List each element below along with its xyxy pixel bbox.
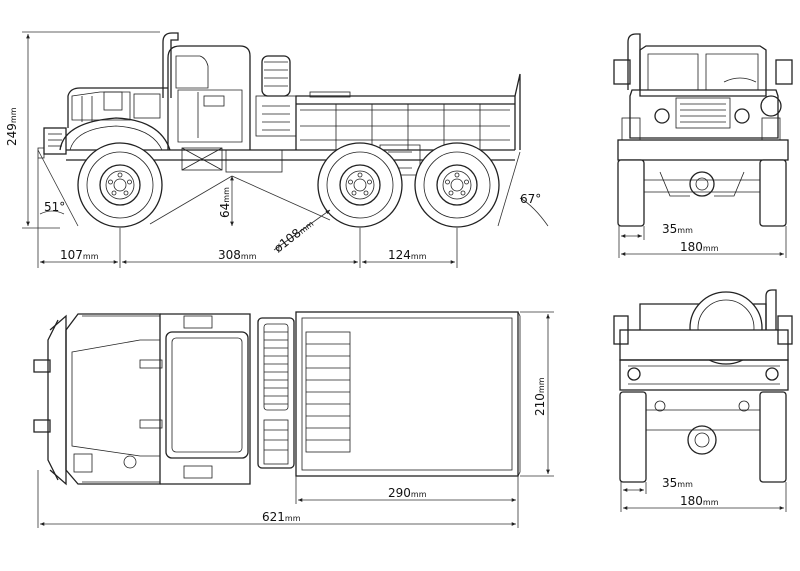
wheel-diameter-label: ø108mm [271, 216, 316, 255]
approach-angle-label: 51° [44, 200, 65, 214]
rear-dimensions [620, 482, 787, 512]
wheelbase-rear-label: 124mm [388, 248, 427, 262]
departure-angle-label: 67° [520, 192, 541, 206]
middle-wheel-side [317, 142, 403, 228]
height-label: 249mm [5, 107, 19, 146]
wheelbase-mid-label: 308mm [218, 248, 257, 262]
rear-track-label: 35mm [662, 476, 693, 490]
bed-width-label: 210mm [533, 377, 547, 416]
rear-wheel-side [414, 142, 500, 228]
side-dimensions [22, 31, 549, 268]
front-dimensions [618, 226, 787, 258]
top-dimensions [37, 311, 554, 528]
total-length-label: 621mm [262, 510, 301, 524]
front-width-label: 180mm [680, 240, 719, 254]
rear-view [613, 289, 793, 483]
front-track-label: 35mm [662, 222, 693, 236]
side-view [37, 32, 521, 228]
bed-length-label: 290mm [388, 486, 427, 500]
top-view [33, 311, 521, 486]
rear-width-label: 180mm [680, 494, 719, 508]
front-view [613, 33, 793, 227]
wheelbase-front-label: 107mm [60, 248, 99, 262]
front-wheel-side [77, 142, 163, 228]
ground-clearance-label: 64mm [218, 187, 232, 218]
